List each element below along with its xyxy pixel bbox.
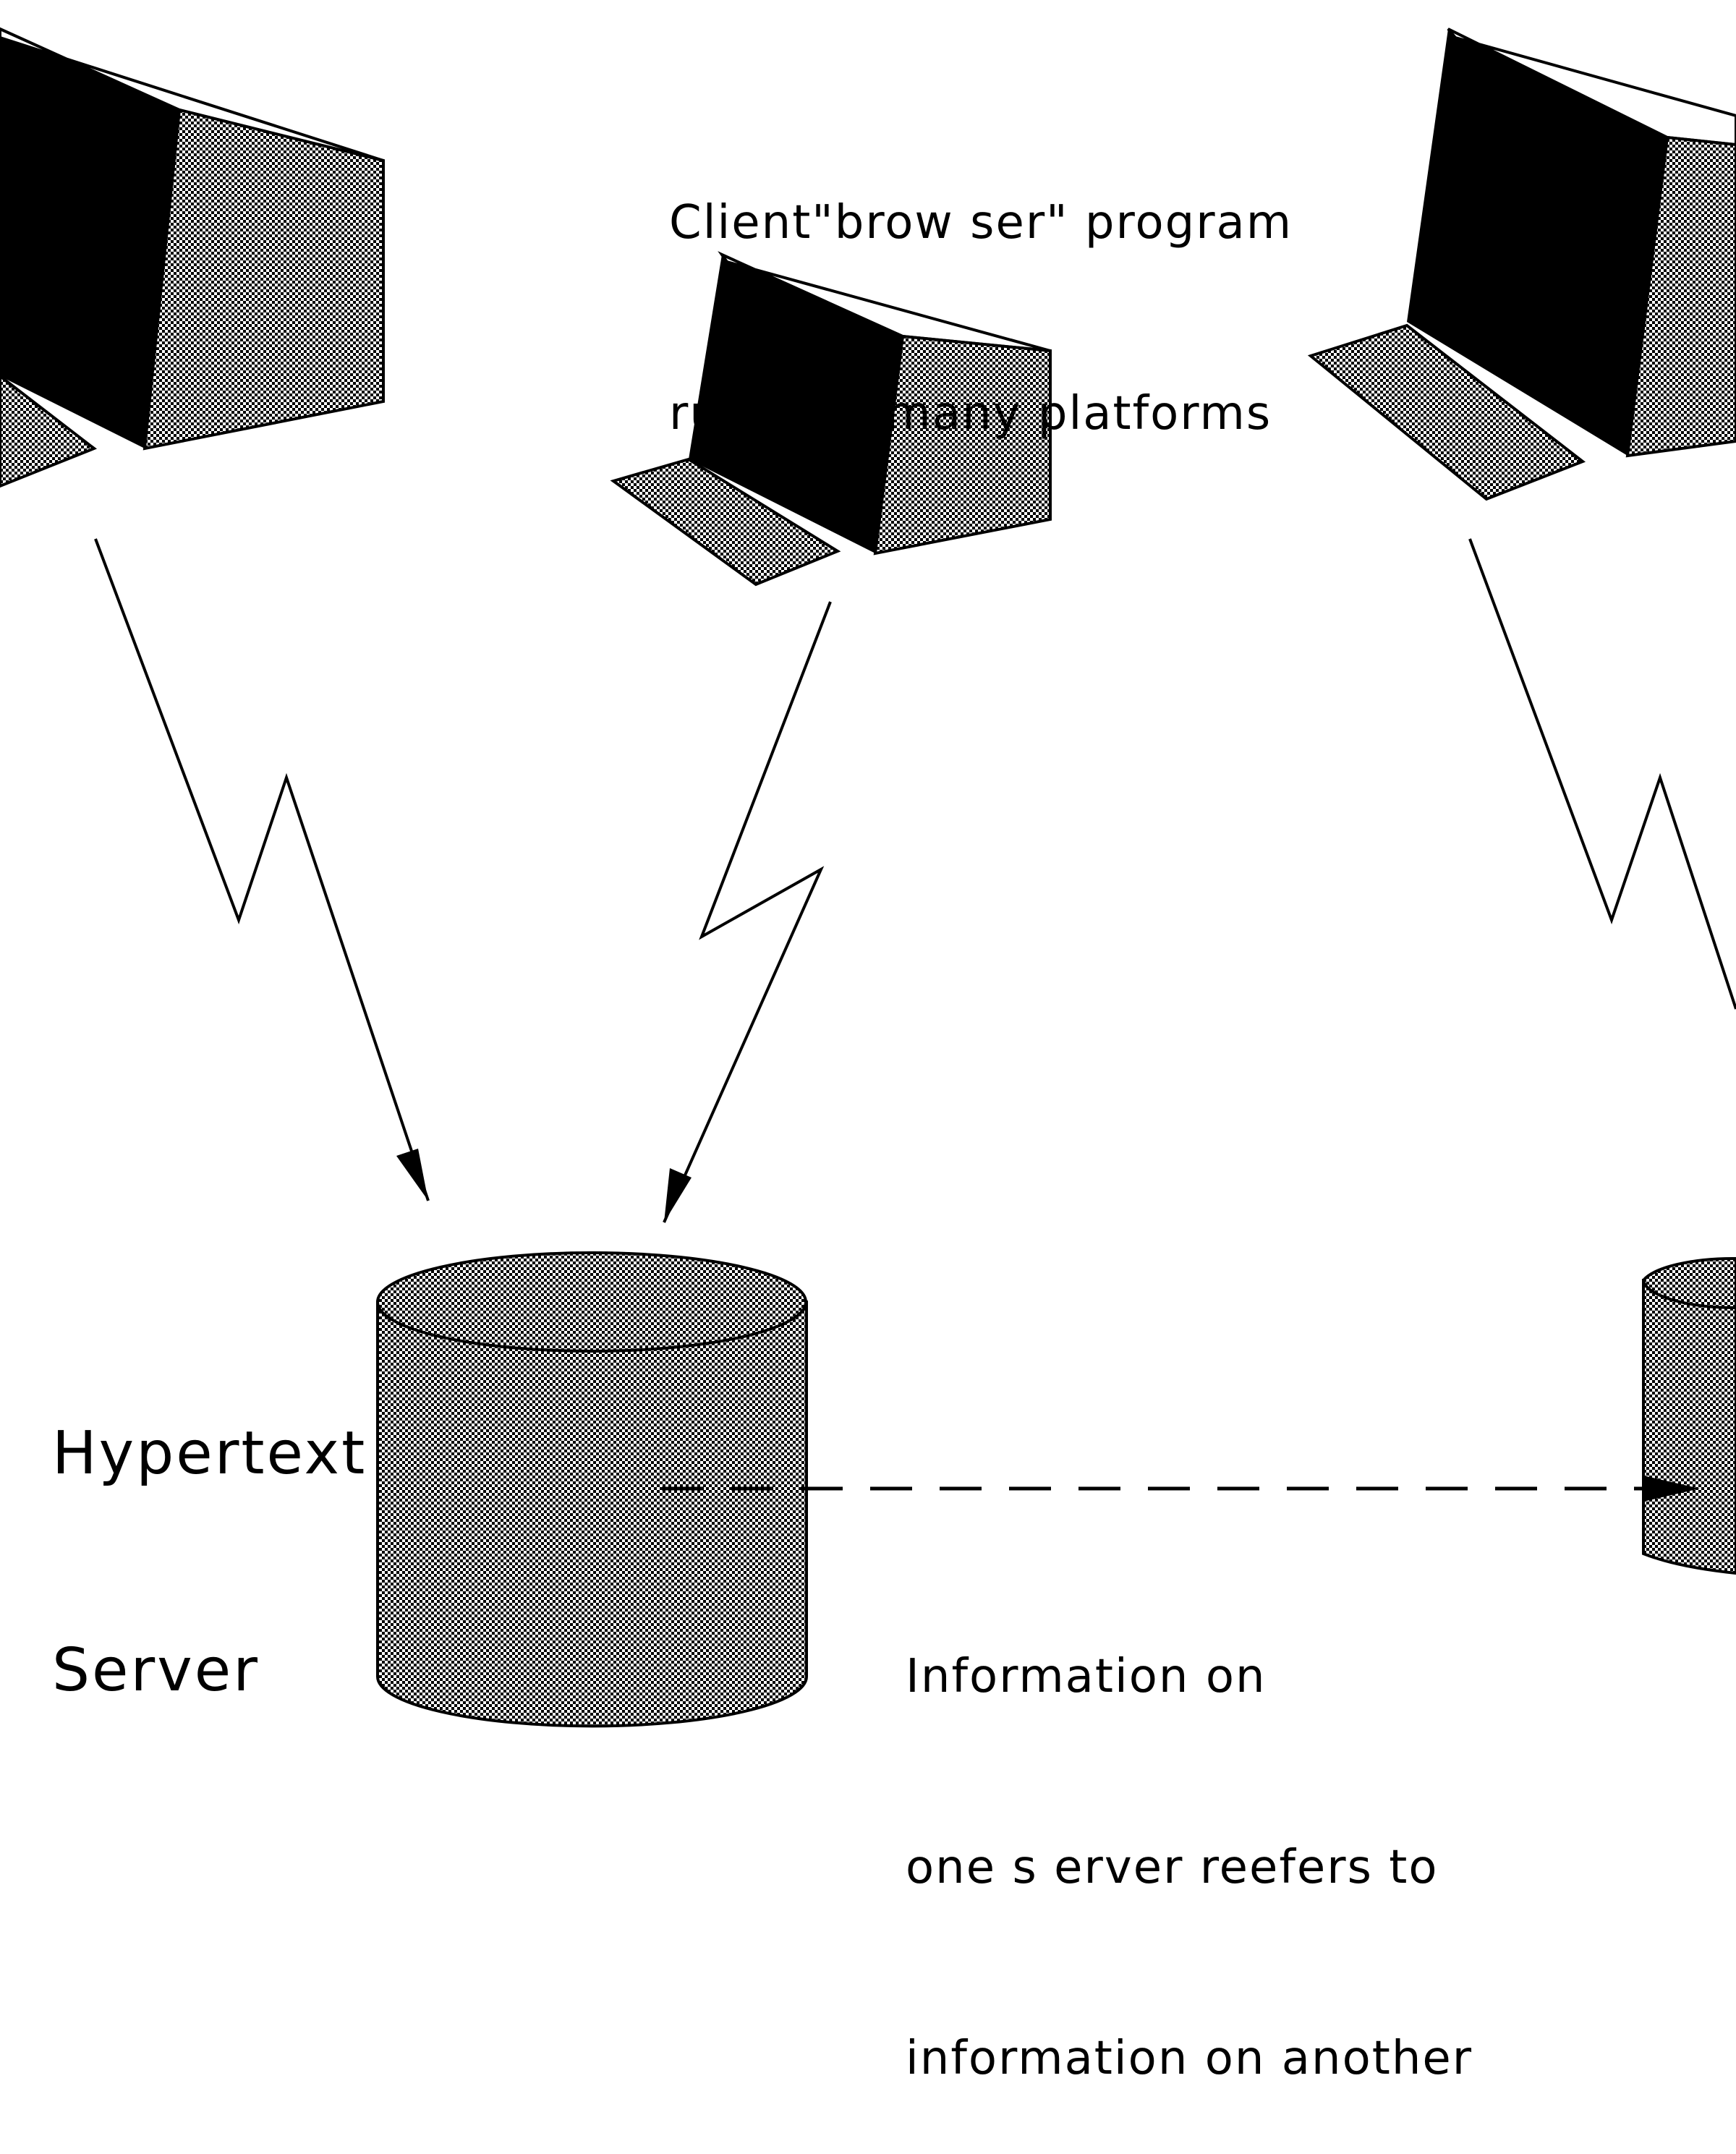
server-label-line-2: Server [52,1636,260,1705]
computer-center-icon [610,251,1052,587]
client-label-line-2: runs on many platforms [669,387,1272,440]
connection-right-arrow [1468,538,1736,1010]
info-label-line-3: information on another [906,2032,1473,2085]
computer-left-icon [0,27,385,488]
client-browser-label: Client"brow ser" program runs on many pl… [669,64,1293,509]
hypertext-server-label: Hypertext Server [52,1273,367,1779]
information-link-label: Information on one s erver reefers to in… [906,1517,1473,2154]
computer-right-icon [1307,27,1736,501]
server-label-line-1: Hypertext [52,1419,367,1488]
info-label-line-1: Information on [906,1650,1267,1703]
server-link-dashed-arrow [662,1476,1700,1502]
connection-center-arrow [663,601,832,1223]
connection-left-arrow [94,538,430,1201]
info-label-line-2: one s erver reefers to [906,1841,1439,1894]
client-label-line-1: Client"brow ser" program [669,196,1293,250]
remote-database-icon [1641,1256,1736,1575]
server-database-icon [376,1251,808,1728]
client-server-diagram [0,27,1736,1728]
